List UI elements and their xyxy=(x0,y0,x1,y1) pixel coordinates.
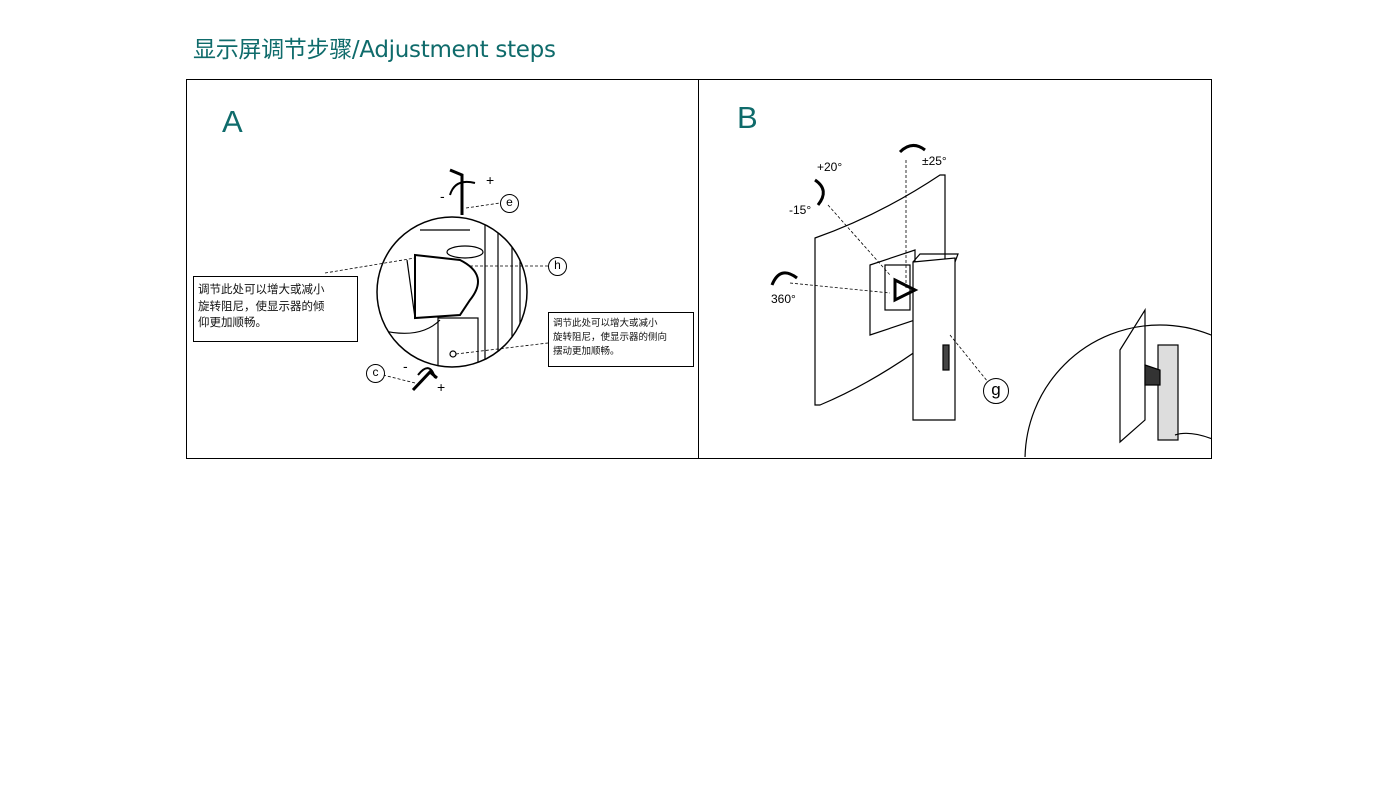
plus-sign-top: + xyxy=(486,172,495,188)
note-line: 旋转阻尼，使显示器的侧向 xyxy=(553,331,668,343)
note-line: 调节此处可以增大或减小 xyxy=(553,318,658,329)
callout-h: h xyxy=(548,257,567,276)
note-line: 仰更加顺畅。 xyxy=(198,315,267,330)
plus-sign-bottom: + xyxy=(437,379,446,395)
panel-b-drawing xyxy=(770,144,1211,457)
minus-sign-bottom: - xyxy=(403,358,408,374)
tilt-up-angle: +20° xyxy=(817,160,843,174)
panel-a-label: A xyxy=(222,104,243,139)
rotate-angle: 360° xyxy=(771,292,796,306)
steps-frame xyxy=(186,79,1212,459)
panel-a-drawing xyxy=(324,168,549,392)
note-line: 调节此处可以增大或减小 xyxy=(198,282,325,296)
callout-c: c xyxy=(366,364,385,383)
detail-magnifier xyxy=(376,216,528,368)
note-line: 旋转阻尼，使显示器的倾 xyxy=(198,298,325,313)
tilt-damping-note: 调节此处可以增大或减小 旋转阻尼，使显示器的倾 仰更加顺畅。 xyxy=(193,276,358,342)
panel-divider xyxy=(698,79,699,459)
panel-b-label: B xyxy=(737,100,758,135)
minus-sign-top: - xyxy=(440,188,445,204)
note-line: 摆动更加顺畅。 xyxy=(553,345,620,357)
callout-e: e xyxy=(500,194,519,213)
page-title: 显示屏调节步骤/Adjustment steps xyxy=(193,37,556,63)
swivel-angle: ±25° xyxy=(922,154,947,168)
tilt-down-angle: -15° xyxy=(789,203,812,217)
callout-g: g xyxy=(983,378,1009,404)
swivel-damping-note: 调节此处可以增大或减小 旋转阻尼，使显示器的侧向 摆动更加顺畅。 xyxy=(548,312,694,367)
